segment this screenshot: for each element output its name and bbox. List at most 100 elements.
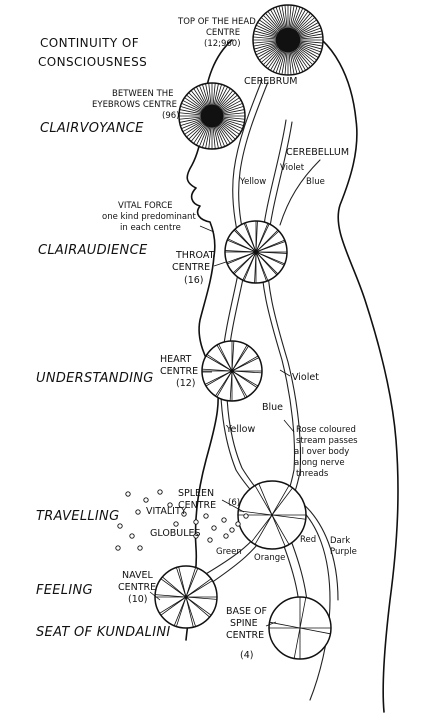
navel-centre-spoke xyxy=(162,576,187,598)
vitality-globule xyxy=(229,527,235,533)
vitality-globule xyxy=(181,511,187,517)
brow-centre-wheel xyxy=(178,82,246,150)
vitality-globule xyxy=(143,497,149,503)
brow-centre-label2: EYEBROWS CENTRE xyxy=(92,100,177,110)
label-feeling: FEELING xyxy=(36,583,93,598)
throat-centre-spoke xyxy=(255,223,270,253)
body-outline-back xyxy=(299,25,399,713)
label-kundalini: SEAT OF KUNDALINI xyxy=(36,625,171,640)
nerve-left-outer xyxy=(220,79,269,516)
brow-centre-label1: BETWEEN THE xyxy=(112,89,174,99)
vitality-globule xyxy=(135,509,141,515)
dark-purple-line1: Dark xyxy=(330,536,350,546)
nerve-right-outer xyxy=(260,119,296,515)
heart-centre-spoke xyxy=(206,354,233,372)
heart-centre-spoke xyxy=(231,370,258,388)
cerebellum-label: CEREBELLUM xyxy=(286,147,349,158)
vitality-globule xyxy=(243,513,249,519)
stream-violet-upper: Violet xyxy=(280,163,305,173)
throat-centre-spoke xyxy=(255,251,287,254)
spleen-centre-spoke xyxy=(238,510,273,516)
vitality-globule xyxy=(221,517,227,523)
crown-centre-petals: (12;960) xyxy=(204,39,241,49)
base-centre-spoke xyxy=(293,627,301,659)
spleen-centre-petals: (6) xyxy=(228,498,240,508)
brow-centre-core xyxy=(200,104,224,128)
throat-centre-spoke xyxy=(254,251,257,283)
stream-yellow-lower: Yellow xyxy=(225,424,255,435)
vitality-label1: VITALITY xyxy=(146,506,187,517)
rose-line-5: threads xyxy=(296,469,329,479)
heart-centre-wheel xyxy=(201,340,263,402)
spleen-centre-spoke xyxy=(271,485,290,516)
vitality-globule xyxy=(167,502,173,508)
base-centre-spoke xyxy=(299,627,331,635)
label-clairaudience: CLAIRAUDIENCE xyxy=(38,243,148,258)
heart-centre-spoke xyxy=(204,370,233,385)
vitality-globule xyxy=(193,519,199,525)
crown-centre-label2: CENTRE xyxy=(206,28,240,38)
throat-centre-spoke xyxy=(255,251,278,276)
dark-purple-line2: Purple xyxy=(330,547,357,557)
pointer-navel xyxy=(149,591,161,601)
throat-centre-label2: CENTRE xyxy=(172,262,210,273)
nerve-left-inner xyxy=(226,81,273,515)
throat-centre-spoke xyxy=(255,241,286,253)
throat-centre-spoke xyxy=(245,222,257,253)
throat-centre-petals: (16) xyxy=(184,275,204,286)
heart-centre-label2: CENTRE xyxy=(160,366,198,377)
heading-line2: CONSCIOUSNESS xyxy=(38,55,147,69)
throat-centre-spoke xyxy=(225,250,257,253)
navel-centre-spoke xyxy=(155,594,187,598)
vital-force-label2: one kind predominant xyxy=(102,212,196,222)
navel-centre-spoke xyxy=(185,596,210,618)
stream-violet-lower: Violet xyxy=(292,372,319,383)
pointer-spleen xyxy=(221,499,245,513)
throat-centre-spoke xyxy=(255,230,280,253)
base-centre-spoke xyxy=(269,621,301,629)
pointer-violet-lower xyxy=(279,369,291,377)
crown-centre-label1: TOP OF THE HEAD xyxy=(177,17,256,27)
heart-centre-spoke xyxy=(218,343,233,372)
navel-centre-spoke xyxy=(159,596,187,614)
heart-centre-spoke xyxy=(231,345,249,372)
vitality-globule xyxy=(117,523,123,529)
spleen-centre-label1: SPLEEN xyxy=(178,488,214,499)
throat-centre-spoke xyxy=(255,221,258,253)
throat-centre-wheel xyxy=(224,220,288,284)
pointer-rose xyxy=(283,419,295,433)
base-centre-label3: CENTRE xyxy=(226,630,264,641)
cerebrum-label: CEREBRUM xyxy=(244,76,298,87)
navel-centre-spoke xyxy=(173,596,187,626)
throat-centre-spoke xyxy=(242,251,257,281)
navel-centre-spoke xyxy=(178,566,187,598)
heart-centre-petals: (12) xyxy=(176,378,196,389)
navel-centre-spoke xyxy=(185,568,199,598)
crown-centre-wheel xyxy=(252,4,324,76)
label-understanding: UNDERSTANDING xyxy=(36,371,154,386)
stream-blue-lower: Blue xyxy=(262,402,283,413)
vitality-globule xyxy=(223,533,229,539)
vitality-globule xyxy=(211,525,217,531)
spleen-centre-spoke xyxy=(254,514,273,545)
throat-centre-spoke xyxy=(234,228,257,253)
rose-line-3: all over body xyxy=(294,447,349,457)
navel-centre-label1: NAVEL xyxy=(122,570,153,581)
navel-centre-spoke xyxy=(185,596,217,600)
rose-stream-note: Rose coloured stream passes all over bod… xyxy=(294,425,358,479)
vitality-globule xyxy=(115,545,121,551)
throat-centre-label1: THROAT xyxy=(175,250,215,261)
base-centre-spoke xyxy=(299,597,307,629)
vitality-globule xyxy=(137,545,143,551)
rose-line-1: Rose coloured xyxy=(296,425,356,435)
heart-centre-spoke xyxy=(231,357,260,372)
nerve-right-inner xyxy=(266,121,302,516)
navel-centre-label2: CENTRE xyxy=(118,582,156,593)
spleen-centre-spoke xyxy=(251,514,273,543)
throat-centre-spoke xyxy=(255,251,285,266)
heart-centre-spoke xyxy=(231,370,262,374)
spleen-centre-spoke xyxy=(271,514,290,545)
spleen-centre-spoke xyxy=(258,483,273,516)
base-centre-label2: SPINE xyxy=(230,618,258,629)
